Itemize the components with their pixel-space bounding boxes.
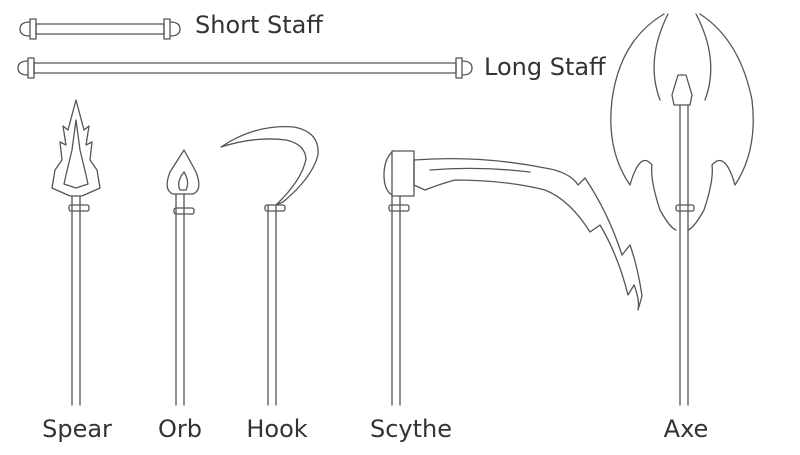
scythe-drawing [384, 151, 642, 405]
short-staff-label: Short Staff [195, 11, 323, 39]
spear-drawing [52, 100, 100, 405]
hook-label: Hook [246, 415, 308, 443]
scythe-label: Scythe [369, 415, 453, 443]
axe-label: Axe [663, 415, 709, 443]
long-staff-label: Long Staff [484, 53, 606, 81]
short-staff-drawing [20, 19, 180, 39]
axe-drawing [611, 14, 753, 405]
long-staff-drawing [18, 58, 472, 78]
orb-drawing [167, 150, 199, 405]
hook-drawing [221, 127, 318, 405]
spear-label: Spear [42, 415, 112, 443]
orb-label: Orb [158, 415, 202, 443]
